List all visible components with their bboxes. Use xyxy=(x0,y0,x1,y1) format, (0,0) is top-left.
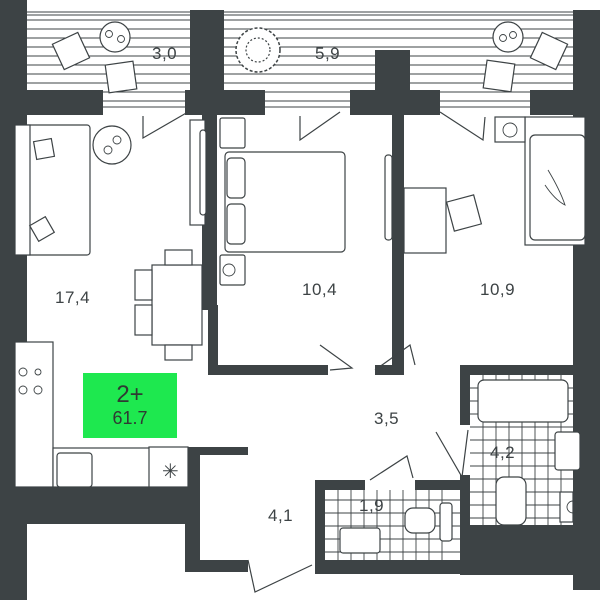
apartment-summary-badge: 2+ 61.7 xyxy=(83,373,177,438)
doors xyxy=(142,111,486,593)
room-area-balcony-left: 3,0 xyxy=(152,44,178,63)
room-area-bathroom: 4,2 xyxy=(490,443,516,462)
balcony-left-furniture xyxy=(51,21,138,94)
room-area-bedroom-2: 10,9 xyxy=(480,280,516,299)
plant-icon xyxy=(235,27,281,73)
bedroom-2-furniture xyxy=(403,116,586,254)
svg-text:✳: ✳ xyxy=(162,459,179,483)
room-area-toilet: 1,9 xyxy=(359,496,385,515)
bathroom-tiles xyxy=(470,375,581,526)
balcony-right-furniture xyxy=(482,21,569,93)
room-area-hall: 3,5 xyxy=(374,409,400,428)
living-furniture: ✳ xyxy=(14,119,207,488)
bedroom-1-furniture xyxy=(219,117,393,286)
room-area-balcony-right: 5,9 xyxy=(315,44,341,63)
room-area-entrance: 4,1 xyxy=(268,506,294,525)
toilet-tiles xyxy=(325,490,460,560)
room-count: 2+ xyxy=(116,380,144,408)
total-area: 61.7 xyxy=(112,407,148,428)
room-area-living-kitchen: 17,4 xyxy=(55,288,91,307)
room-area-bedroom-1: 10,4 xyxy=(302,280,338,299)
